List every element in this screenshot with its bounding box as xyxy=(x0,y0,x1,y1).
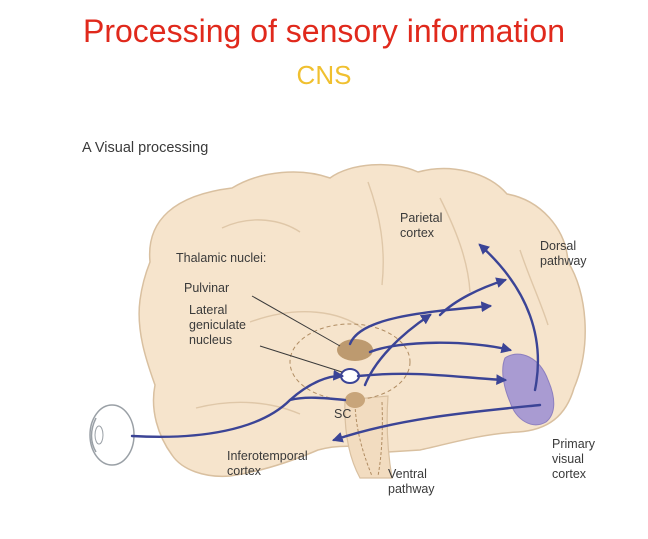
eye xyxy=(89,404,135,466)
page-title: Processing of sensory information xyxy=(83,13,565,49)
brainstem-dashes xyxy=(354,401,383,477)
brain-sulci xyxy=(195,181,549,415)
label-sc: SC xyxy=(334,407,351,421)
label-lgn-line2: geniculate xyxy=(189,318,246,332)
lgn-nucleus xyxy=(340,368,360,384)
label-inferotemporal-line2: cortex xyxy=(227,464,262,478)
visual-pathways xyxy=(130,243,542,443)
label-lgn-line3: nucleus xyxy=(189,333,232,347)
label-primary-visual-line2: visual xyxy=(552,452,584,466)
page-subtitle: CNS xyxy=(296,60,352,90)
label-lgn-line1: Lateral xyxy=(189,303,227,317)
panel-label: A Visual processing xyxy=(82,140,208,156)
label-primary-visual-line1: Primary xyxy=(552,437,596,451)
leader-lines xyxy=(251,295,343,373)
label-dorsal-line1: Dorsal xyxy=(540,239,576,253)
label-inferotemporal-line1: Inferotemporal xyxy=(227,449,308,463)
superior-colliculus xyxy=(345,392,365,408)
brainstem xyxy=(344,395,393,479)
pulvinar-nucleus xyxy=(337,339,373,361)
label-parietal-line1: Parietal xyxy=(400,211,442,225)
brain-outline xyxy=(138,163,586,478)
label-ventral-line1: Ventral xyxy=(388,467,427,481)
label-pulvinar: Pulvinar xyxy=(184,281,229,295)
label-parietal-line2: cortex xyxy=(400,226,435,240)
label-primary-visual-line3: cortex xyxy=(552,467,587,481)
label-thalamic-nuclei: Thalamic nuclei: xyxy=(176,251,266,265)
label-ventral-line2: pathway xyxy=(388,482,435,496)
label-dorsal-line2: pathway xyxy=(540,254,587,268)
